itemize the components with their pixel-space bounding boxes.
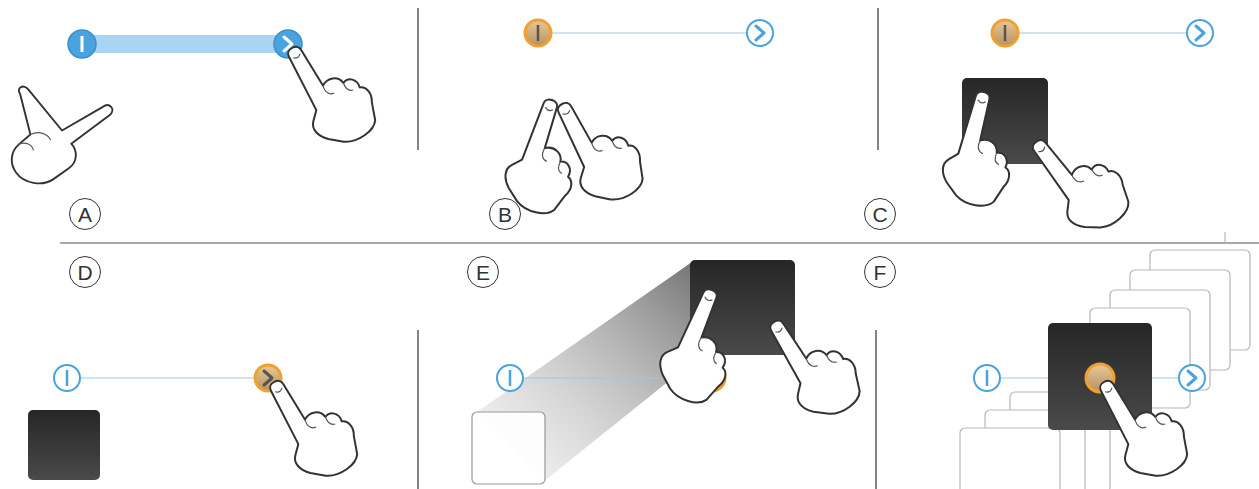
pointing-hand (936, 87, 1027, 212)
panel-letter: E (467, 256, 499, 288)
start-handle (68, 30, 96, 58)
end-handle (1179, 365, 1205, 391)
dark-square (1048, 323, 1152, 430)
row-separator (60, 243, 1259, 244)
bar-icon (986, 370, 989, 386)
panel-letter: D (69, 256, 101, 288)
active-handle (525, 20, 551, 46)
slider-band (82, 35, 288, 53)
slider-line (538, 33, 760, 34)
ghost-square (960, 428, 1060, 489)
panel-c-slider (992, 20, 1213, 46)
pointing-hand (756, 298, 872, 428)
panel-letter-text: F (874, 262, 887, 283)
column-separator (877, 8, 878, 150)
panel-letter: B (489, 198, 521, 230)
bar-icon (537, 25, 540, 41)
start-handle (54, 365, 80, 391)
panel-letter-text: E (476, 262, 490, 283)
bar-icon (66, 370, 69, 386)
pointing-hand (273, 26, 386, 156)
pointing-hand (1085, 360, 1198, 489)
column-separator (417, 330, 418, 489)
active-handle (992, 20, 1018, 46)
bar-icon (81, 36, 84, 52)
column-separator (417, 8, 418, 150)
panel-b-slider (525, 20, 773, 46)
tick-mark (1225, 232, 1226, 243)
chevron-icon (1188, 371, 1196, 385)
chevron-icon (756, 26, 764, 40)
two-finger-hand (3, 86, 113, 194)
bar-icon (509, 370, 512, 386)
panel-letter: F (864, 256, 896, 288)
bar-icon (1004, 25, 1007, 41)
pointing-hand (650, 282, 753, 411)
ghost-squares (960, 250, 1250, 489)
pointing-hand (1019, 114, 1140, 243)
panel-letter-text: D (77, 262, 92, 283)
panel-letter-text: A (78, 204, 92, 225)
panel-letter: A (69, 198, 101, 230)
panel-f-slider (974, 365, 1205, 391)
ghost-square (472, 412, 545, 484)
end-handle (747, 20, 773, 46)
panel-letter-text: B (498, 204, 512, 225)
panel-a-slider (68, 30, 302, 58)
start-handle (974, 365, 1000, 391)
start-handle (497, 365, 523, 391)
slider-line (67, 378, 268, 379)
chevron-icon (264, 371, 272, 385)
column-separator (875, 330, 876, 489)
panel-d-slider (54, 365, 281, 391)
slider-line (1005, 33, 1200, 34)
end-handle (1187, 20, 1213, 46)
dark-square (28, 410, 100, 480)
panel-letter-text: C (872, 204, 887, 225)
pointing-hand (255, 360, 368, 489)
panel-letter: C (864, 198, 896, 230)
chevron-icon (1196, 26, 1204, 40)
pointing-hand (543, 83, 654, 213)
